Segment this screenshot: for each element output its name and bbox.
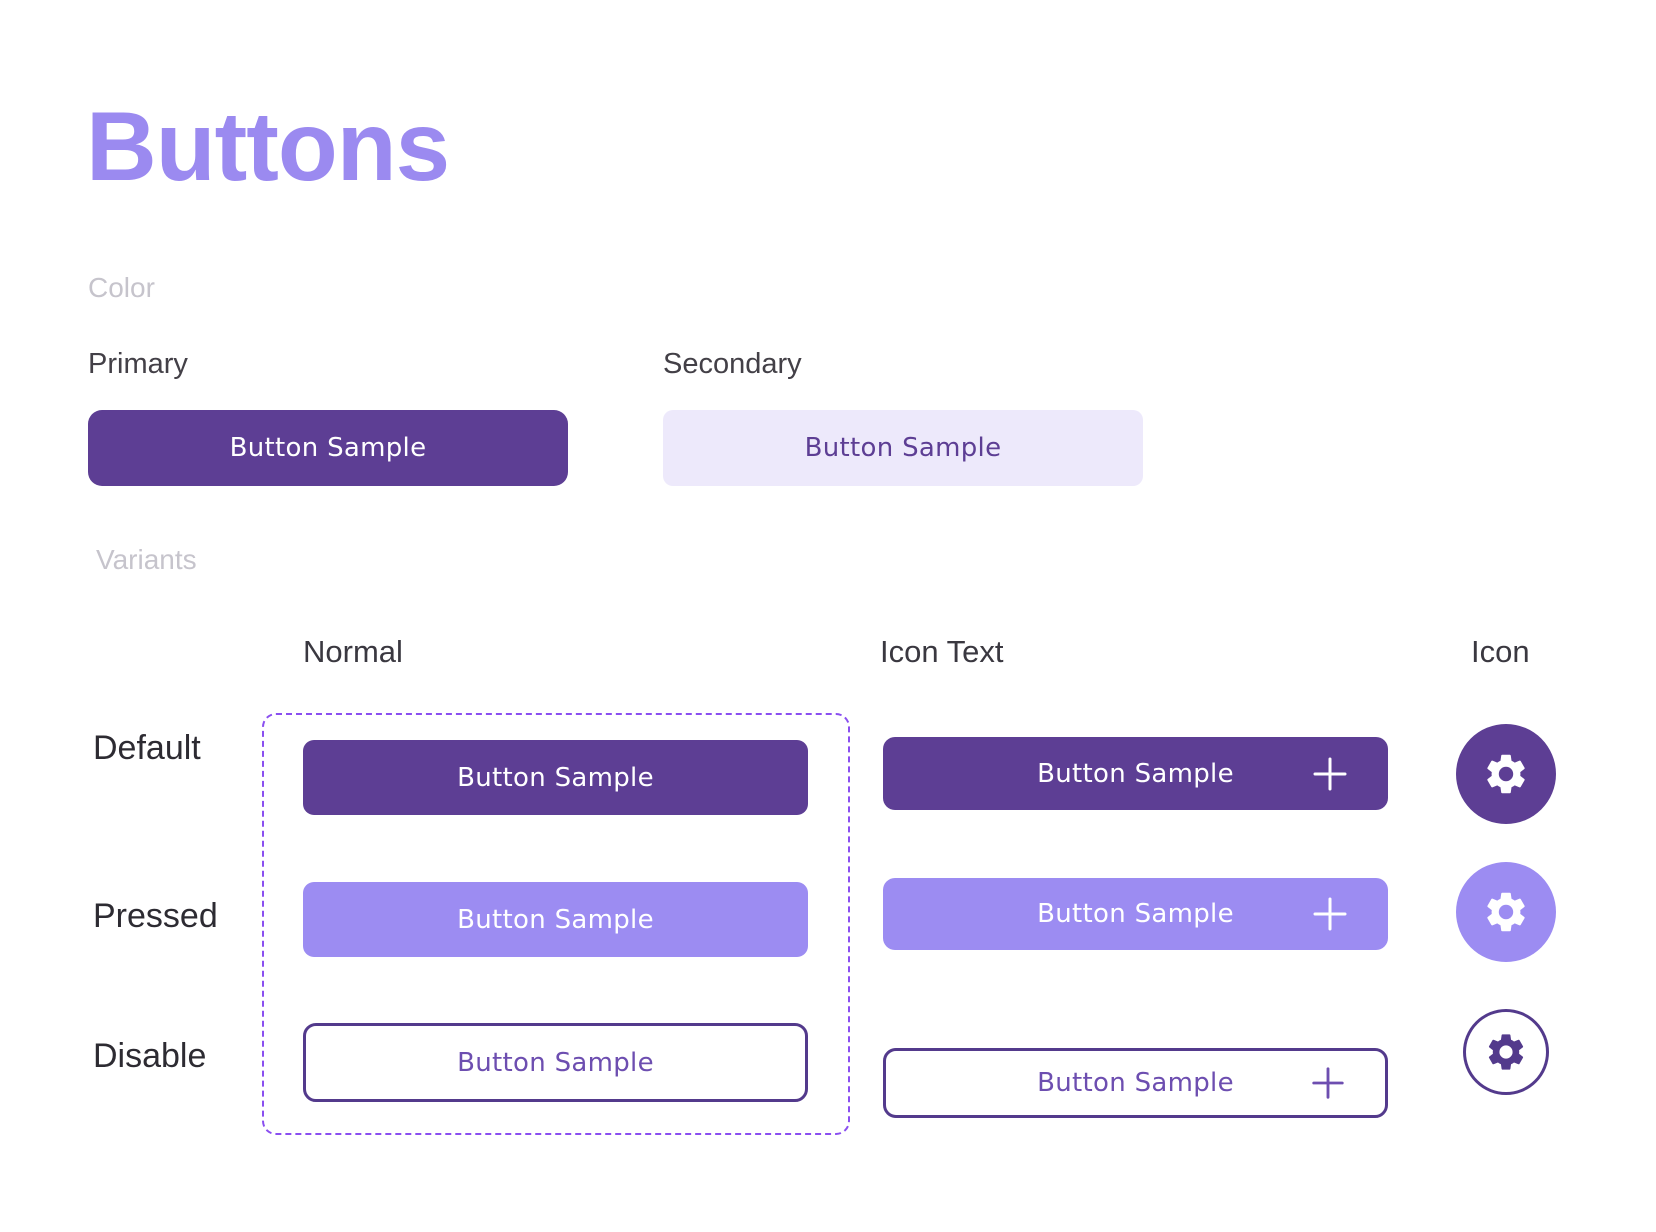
icon-text-disable-label: Button Sample bbox=[1037, 1068, 1234, 1098]
icon-pressed-button[interactable] bbox=[1456, 862, 1556, 962]
normal-column-selection-frame bbox=[262, 713, 850, 1135]
column-header-normal: Normal bbox=[303, 634, 403, 669]
secondary-button-sample[interactable]: Button Sample bbox=[663, 410, 1143, 486]
plus-icon bbox=[1310, 894, 1350, 934]
column-header-icon-text: Icon Text bbox=[880, 634, 1004, 669]
icon-disable-button[interactable] bbox=[1463, 1009, 1549, 1095]
gear-icon bbox=[1482, 888, 1530, 936]
column-header-icon: Icon bbox=[1471, 634, 1530, 669]
gear-icon bbox=[1484, 1030, 1528, 1074]
icon-default-button[interactable] bbox=[1456, 724, 1556, 824]
icon-text-default-label: Button Sample bbox=[1037, 758, 1234, 789]
icon-text-default-button[interactable]: Button Sample bbox=[883, 737, 1388, 810]
section-label-variants: Variants bbox=[96, 544, 197, 575]
section-label-color: Color bbox=[88, 272, 155, 303]
secondary-group-label: Secondary bbox=[663, 348, 802, 380]
row-label-disable: Disable bbox=[93, 1037, 207, 1075]
normal-pressed-button[interactable]: Button Sample bbox=[303, 882, 808, 957]
plus-icon bbox=[1310, 754, 1350, 794]
row-label-default: Default bbox=[93, 729, 201, 767]
normal-disable-button[interactable]: Button Sample bbox=[303, 1023, 808, 1102]
gear-icon bbox=[1482, 750, 1530, 798]
normal-default-button[interactable]: Button Sample bbox=[303, 740, 808, 815]
plus-icon bbox=[1309, 1064, 1347, 1102]
primary-group-label: Primary bbox=[88, 348, 188, 380]
icon-text-disable-button[interactable]: Button Sample bbox=[883, 1048, 1388, 1118]
row-label-pressed: Pressed bbox=[93, 897, 218, 935]
page-title: Buttons bbox=[86, 91, 450, 201]
icon-text-pressed-label: Button Sample bbox=[1037, 899, 1234, 929]
primary-button-sample[interactable]: Button Sample bbox=[88, 410, 568, 486]
icon-text-pressed-button[interactable]: Button Sample bbox=[883, 878, 1388, 950]
